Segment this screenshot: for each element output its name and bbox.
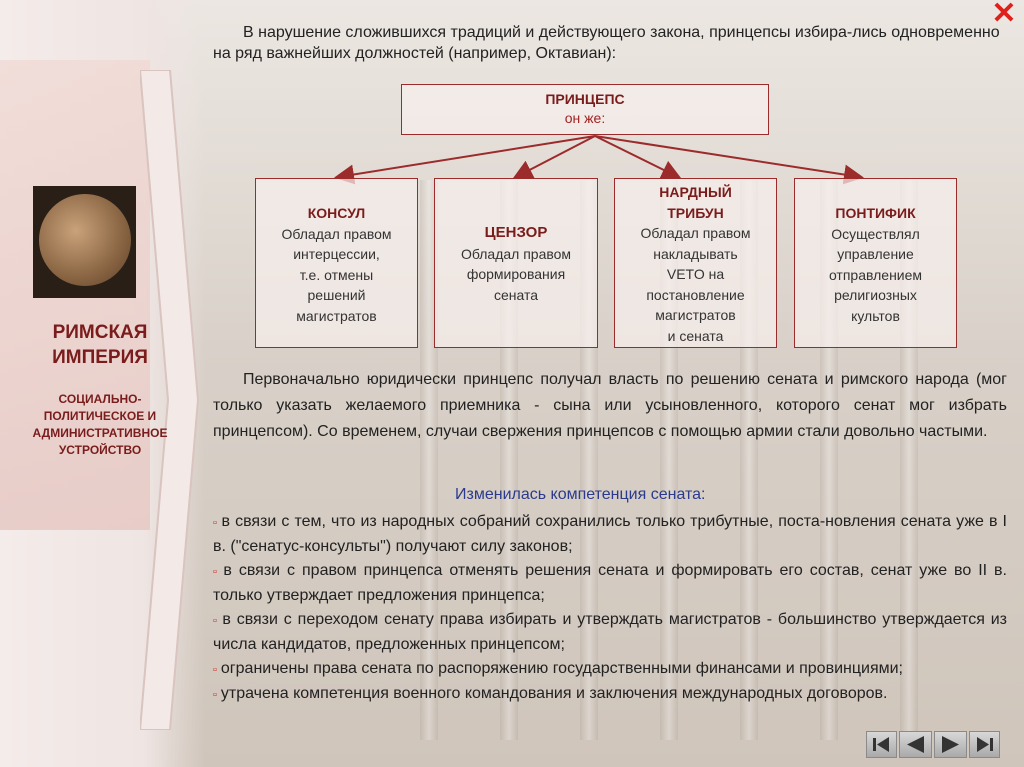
pontifex-line: культов xyxy=(851,307,900,324)
tribune-line: VETO на xyxy=(666,266,725,282)
tribune-title1: НАРДНЫЙ xyxy=(659,184,732,200)
bullet-icon: ▫ xyxy=(213,517,218,529)
list-item: ▫ограничены права сената по распоряжению… xyxy=(213,660,903,677)
sidebar-title: РИМСКАЯ ИМПЕРИЯ xyxy=(52,322,148,368)
last-icon xyxy=(977,737,993,752)
censor-title: ЦЕНЗОР xyxy=(484,224,548,241)
bg-column xyxy=(420,180,438,740)
censor-box: ЦЕНЗОР Обладал правом формирования сенат… xyxy=(434,178,598,348)
list-item: ▫в связи с правом принцепса отменять реш… xyxy=(213,562,1007,604)
sidebar-subtitle: СОЦИАЛЬНО- ПОЛИТИЧЕСКОЕ И АДМИНИСТРАТИВН… xyxy=(32,392,168,457)
pontifex-line: управление xyxy=(837,246,914,262)
censor-line: формирования xyxy=(466,266,566,282)
list-item: ▫в связи с тем, что из народных собраний… xyxy=(213,513,1007,555)
consul-line: решений xyxy=(307,287,366,303)
prev-slide-button[interactable] xyxy=(899,731,932,758)
first-icon xyxy=(873,737,889,752)
principeps-box: ПРИНЦЕПС он же: xyxy=(401,84,769,135)
last-slide-button[interactable] xyxy=(969,731,1000,758)
consul-line: Обладал правом xyxy=(281,225,392,242)
principeps-title: ПРИНЦЕПС xyxy=(545,91,625,107)
prev-icon xyxy=(907,736,924,753)
next-slide-button[interactable] xyxy=(934,731,967,758)
main-paragraph: Первоначально юридически принцепс получа… xyxy=(213,371,1007,440)
pontifex-line: религиозных xyxy=(834,287,917,303)
bullet-icon: ▫ xyxy=(213,664,217,676)
consul-title: КОНСУЛ xyxy=(307,205,366,221)
pontifex-line: Осуществлял xyxy=(831,225,920,242)
consul-line: интерцессии, xyxy=(293,246,380,262)
principeps-sub: он же: xyxy=(564,109,606,126)
tribune-box: НАРДНЫЙ ТРИБУН Обладал правом накладыват… xyxy=(614,178,777,348)
chevron-decoration xyxy=(140,70,200,730)
consul-line: т.е. отмены xyxy=(299,266,374,283)
coin-image xyxy=(33,186,136,298)
pontifex-line: отправлением xyxy=(828,266,923,283)
bullet-list: ▫в связи с тем, что из народных собраний… xyxy=(213,510,1007,707)
tribune-line: Обладал правом xyxy=(640,225,751,241)
censor-line: сената xyxy=(493,286,539,303)
pontifex-box: ПОНТИФИК Осуществлял управление отправле… xyxy=(794,178,957,348)
consul-box: КОНСУЛ Обладал правом интерцессии, т.е. … xyxy=(255,178,418,348)
list-item: ▫в связи с переходом сенату права избира… xyxy=(213,611,1007,653)
consul-line: магистратов xyxy=(296,307,377,324)
senate-heading: Изменилась компетенция сената: xyxy=(455,486,706,503)
intro-text: В нарушение сложившихся традиций и дейст… xyxy=(213,24,1000,62)
bullet-icon: ▫ xyxy=(213,566,220,578)
pontifex-title: ПОНТИФИК xyxy=(835,205,916,221)
tribune-line: накладывать xyxy=(653,245,738,262)
list-item: ▫утрачена компетенция военного командова… xyxy=(213,685,888,702)
tribune-line: магистратов xyxy=(655,307,736,323)
close-icon[interactable]: ✕ xyxy=(991,0,1017,30)
censor-line: Обладал правом xyxy=(460,245,572,262)
tribune-line: и сената xyxy=(667,327,724,344)
bullet-icon: ▫ xyxy=(213,615,219,627)
tribune-title2: ТРИБУН xyxy=(667,204,724,221)
next-icon xyxy=(942,736,959,753)
slide-navigation xyxy=(866,731,1000,758)
first-slide-button[interactable] xyxy=(866,731,897,758)
tribune-line: постановление xyxy=(646,286,745,303)
bullet-icon: ▫ xyxy=(213,689,217,701)
